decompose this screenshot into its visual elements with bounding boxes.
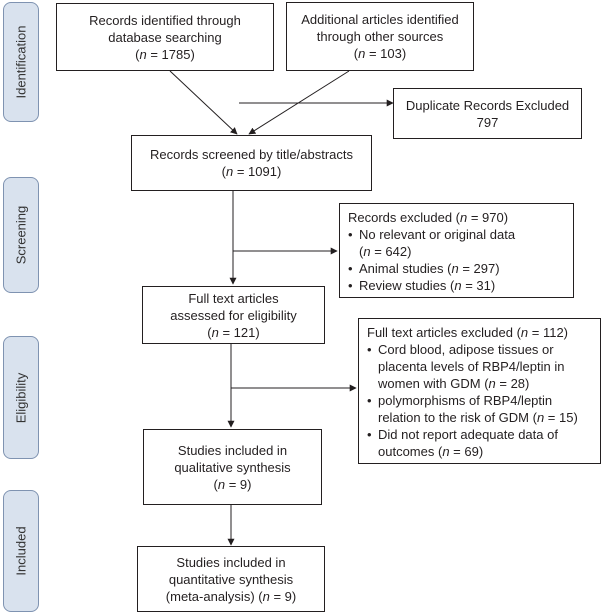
box-quantitative-synthesis: Studies included in quantitative synthes… (137, 546, 325, 612)
excluded-title: Records excluded (n = 970) (348, 210, 509, 225)
database-line2: database searching (108, 29, 222, 45)
box-records-excluded: Records excluded (n = 970) No relevant o… (339, 203, 574, 298)
database-line1: Records identified through (89, 12, 241, 28)
box-records-screened: Records screened by title/abstracts (n =… (131, 135, 372, 191)
other-line2: through other sources (316, 29, 444, 44)
phase-eligibility: Eligibility (3, 336, 39, 459)
screened-line1: Records screened by title/abstracts (149, 147, 354, 162)
excluded-reason-item: Animal studies (n = 297) (348, 260, 565, 277)
excluded-reason-item: No relevant or original data(n = 642) (348, 226, 565, 260)
other-line1: Additional articles identified (301, 12, 459, 27)
database-count: (n = 1785) (135, 46, 195, 62)
phase-screening: Screening (3, 177, 39, 293)
box-other-sources: Additional articles identified through o… (286, 2, 474, 71)
screened-count: (n = 1091) (221, 164, 282, 179)
box-qualitative-synthesis: Studies included in qualitative synthesi… (143, 429, 322, 505)
phase-included: Included (3, 490, 39, 612)
fulltext-line1: Full text articles (188, 290, 279, 306)
qualitative-line2: qualitative synthesis (174, 459, 291, 475)
duplicates-count: 797 (476, 114, 499, 130)
qualitative-line1: Studies included in (177, 442, 288, 458)
quantitative-count: (meta-analysis) (n = 9) (165, 588, 297, 604)
arrow-database-to-screened (169, 70, 238, 135)
qualitative-count: (n = 9) (213, 476, 252, 492)
duplicates-line1: Duplicate Records Excluded (405, 97, 570, 113)
fulltext-excluded-item: Did not report adequate data ofoutcomes … (367, 426, 592, 460)
fulltext-line2: assessed for eligibility (170, 307, 297, 323)
excluded-reason-item: Review studies (n = 31) (348, 277, 565, 294)
quantitative-line2: quantitative synthesis (168, 571, 294, 587)
box-fulltext-excluded: Full text articles excluded (n = 112) Co… (358, 318, 601, 464)
fulltext-excluded-title: Full text articles excluded (n = 112) (367, 325, 569, 340)
box-fulltext-assessed: Full text articles assessed for eligibil… (142, 286, 325, 344)
quantitative-line1: Studies included in (176, 554, 286, 570)
box-database-records: Records identified through database sear… (56, 3, 274, 71)
phase-identification: Identification (3, 2, 39, 122)
fulltext-count: (n = 121) (207, 324, 260, 340)
other-count: (n = 103) (353, 46, 407, 61)
box-duplicates-excluded: Duplicate Records Excluded 797 (393, 88, 582, 139)
